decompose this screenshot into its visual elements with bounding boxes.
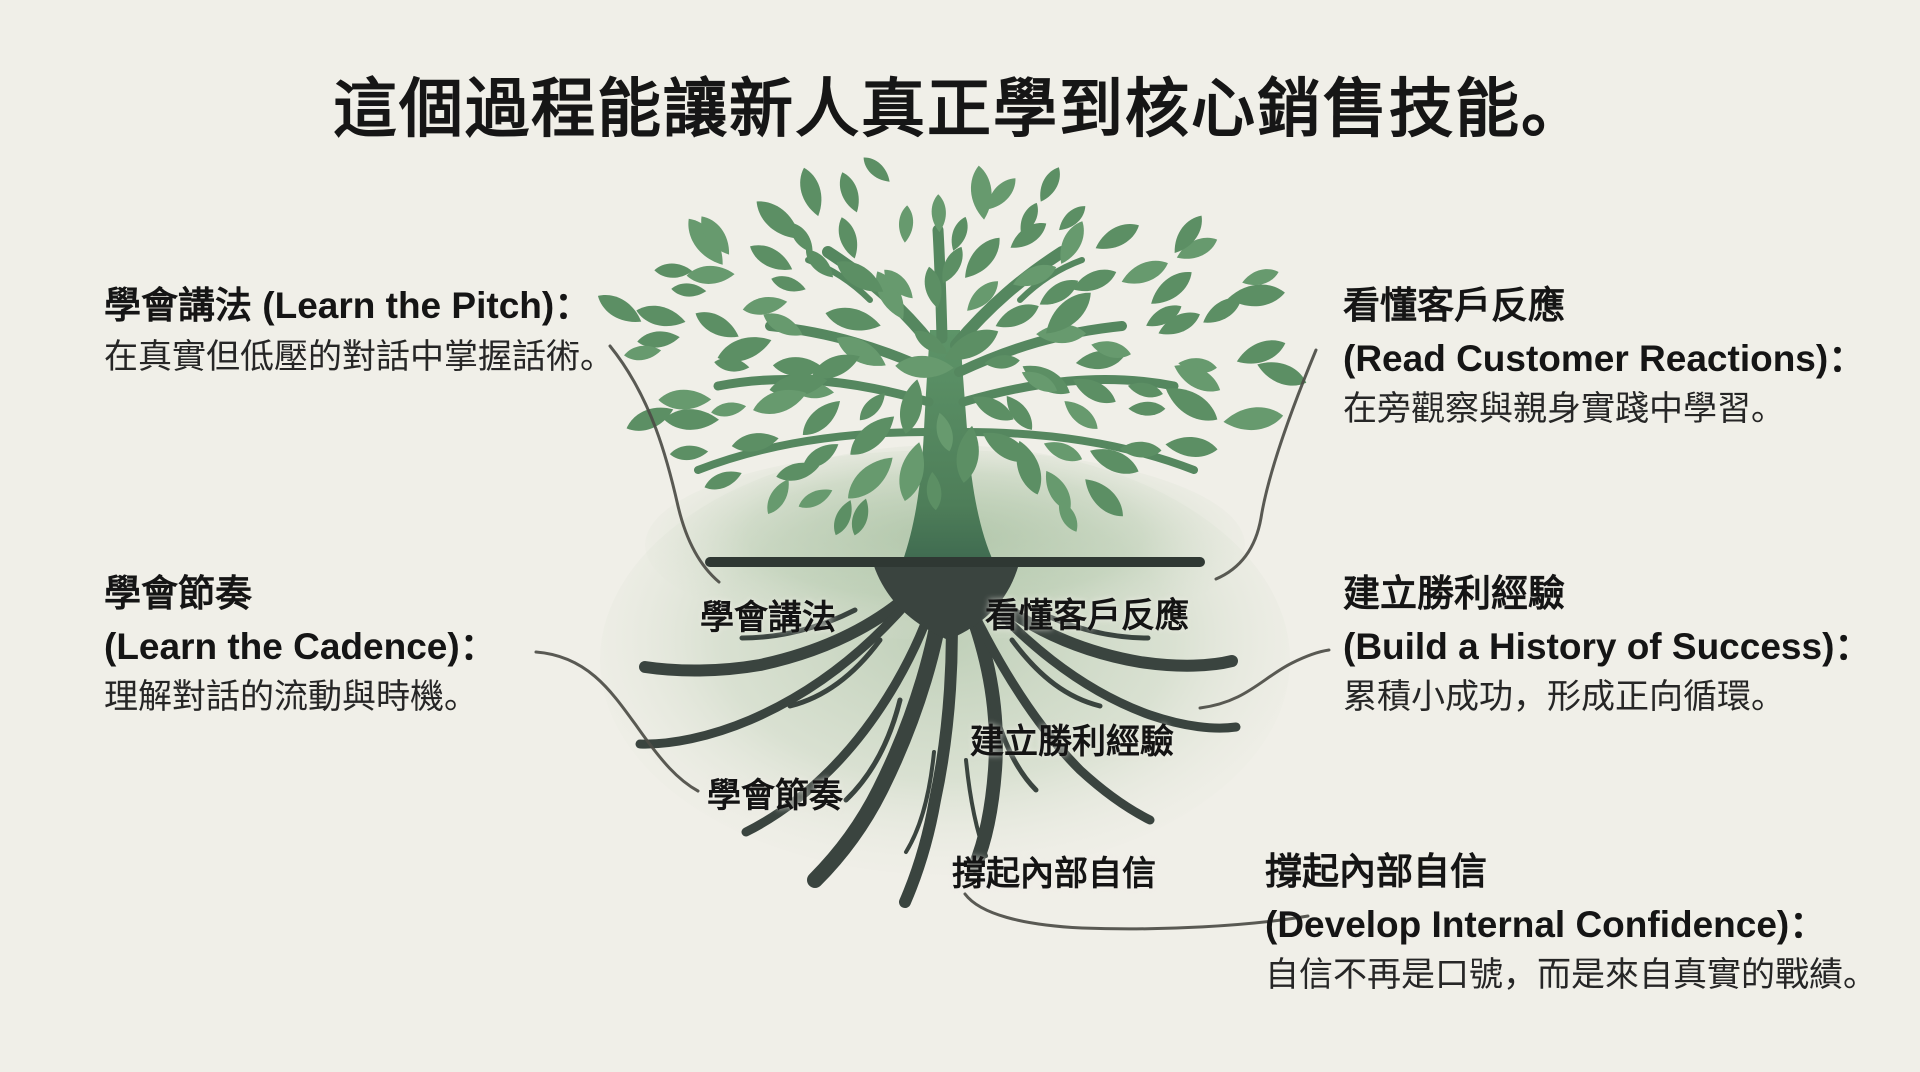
connector-read-reactions [1214,348,1318,581]
tree-label-build-success: 建立勝利經驗 [970,723,1174,761]
annotation-heading-en: (Learn the Cadence)： [104,625,497,667]
annotation-internal-confidence: 撐起內部自信 (Develop Internal Confidence)： 自信… [1265,846,1877,999]
annotation-heading-zh: 建立勝利經驗 [1343,573,1565,614]
annotation-body: 在旁觀察與親身實踐中學習。 [1343,390,1785,429]
annotation-body: 自信不再是口號，而是來自真實的戰績。 [1265,956,1877,995]
annotation-heading-en: (Read Customer Reactions)： [1343,337,1866,379]
connector-learn-cadence [534,650,700,793]
root-crown [872,560,1020,640]
connector-build-success [1198,648,1331,710]
annotation-heading-en: (Build a History of Success)： [1343,625,1872,667]
annotation-heading-zh: 學會節奏 [104,573,252,614]
annotation-heading-en: (Develop Internal Confidence)： [1265,903,1827,945]
connector-learn-pitch [608,344,721,584]
annotation-heading-zh: 看懂客戶反應 [1343,285,1565,326]
page-title: 這個過程能讓新人真正學到核心銷售技能。 [333,73,1587,145]
annotation-heading-zh: 撐起內部自信 [1265,851,1487,892]
annotation-body: 理解對話的流動與時機。 [104,678,478,717]
annotation-body: 在真實但低壓的對話中掌握話術。 [104,337,614,376]
tree-label-read-reactions: 看懂客戶反應 [985,597,1189,635]
annotation-body: 累積小成功，形成正向循環。 [1343,678,1785,717]
connector-lines [534,344,1331,931]
annotation-learn-cadence: 學會節奏 (Learn the Cadence)： 理解對話的流動與時機。 [104,568,497,721]
annotation-heading: 學會講法 (Learn the Pitch)： [104,285,592,326]
tree-label-internal-confidence: 撐起內部自信 [952,855,1156,893]
connector-internal-confidence [963,892,1310,931]
annotation-build-success: 建立勝利經驗 (Build a History of Success)： 累積小… [1343,568,1871,721]
annotation-read-reactions: 看懂客戶反應 (Read Customer Reactions)： 在旁觀察與親… [1343,280,1865,433]
annotation-learn-pitch: 學會講法 (Learn the Pitch)： 在真實但低壓的對話中掌握話術。 [104,280,614,381]
roots [635,562,1241,908]
tree-label-learn-cadence: 學會節奏 [707,777,843,815]
tree-label-learn-pitch: 學會講法 [700,599,836,637]
